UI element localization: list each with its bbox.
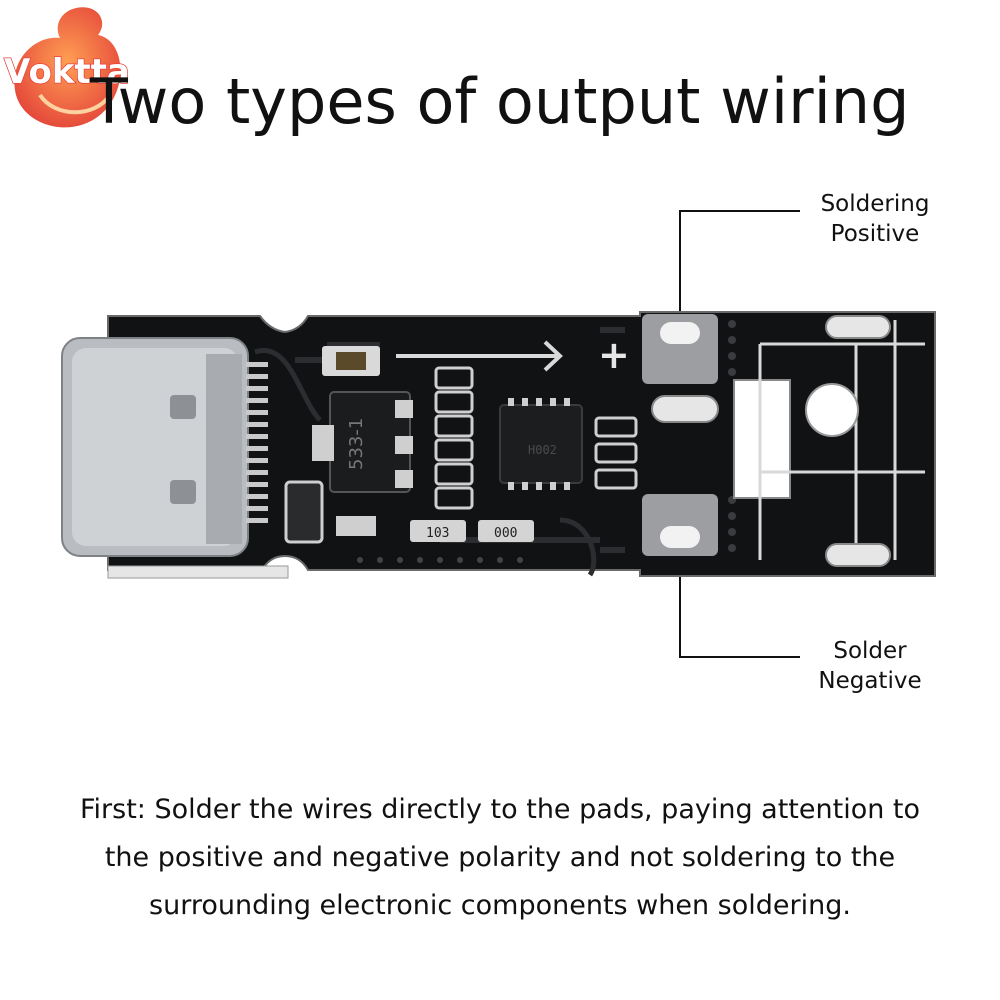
resistor-103 (410, 520, 466, 542)
board-cutout (733, 379, 791, 499)
negative-label-line2: Negative (818, 668, 922, 694)
negative-callout-line (679, 545, 800, 658)
pcb-edge (107, 565, 289, 579)
chip-marking: H002 (528, 443, 557, 457)
positive-label-line1: Soldering (820, 191, 930, 217)
caption-line-3: surrounding electronic components when s… (149, 890, 851, 921)
plus-sign: + (598, 333, 630, 377)
middle-oval-pad (651, 395, 719, 423)
positive-callout-line (679, 210, 800, 318)
via-dots (357, 557, 523, 563)
negative-callout-label: Solder Negative (800, 636, 940, 696)
usb-pins (246, 362, 268, 523)
usb-shell-tab-top (170, 395, 196, 419)
instruction-caption: First: Solder the wires directly to the … (20, 786, 980, 930)
ic-marking: 533-1 (346, 418, 367, 470)
right-silkscreen (758, 320, 925, 560)
bottom-right-oval-pad (825, 543, 891, 567)
top-right-oval-pad (825, 315, 891, 339)
pad-vias (728, 320, 736, 552)
resistor-000-label: 000 (494, 526, 517, 541)
logo-text: Voktta (3, 51, 130, 93)
positive-callout-label: Soldering Positive (805, 189, 945, 249)
resistor-000 (478, 520, 534, 542)
mounting-hole (805, 383, 859, 437)
caption-line-2: the positive and negative polarity and n… (104, 842, 896, 873)
positive-label-line2: Positive (830, 221, 920, 247)
logo-emblem-icon (14, 7, 121, 128)
led (336, 516, 376, 536)
usb-shell-tab-bottom (170, 480, 196, 504)
resistor-pairs (594, 416, 638, 490)
direction-arrow (396, 340, 563, 372)
resistor-array (434, 366, 474, 510)
negative-label-line1: Solder (833, 638, 907, 664)
page-title: Two types of output wiring (90, 65, 910, 138)
caption-line-1: First: Solder the wires directly to the … (79, 794, 921, 825)
resistor-103-label: 103 (426, 526, 449, 541)
diode (284, 480, 324, 544)
brand-logo: Voktta (0, 0, 175, 140)
